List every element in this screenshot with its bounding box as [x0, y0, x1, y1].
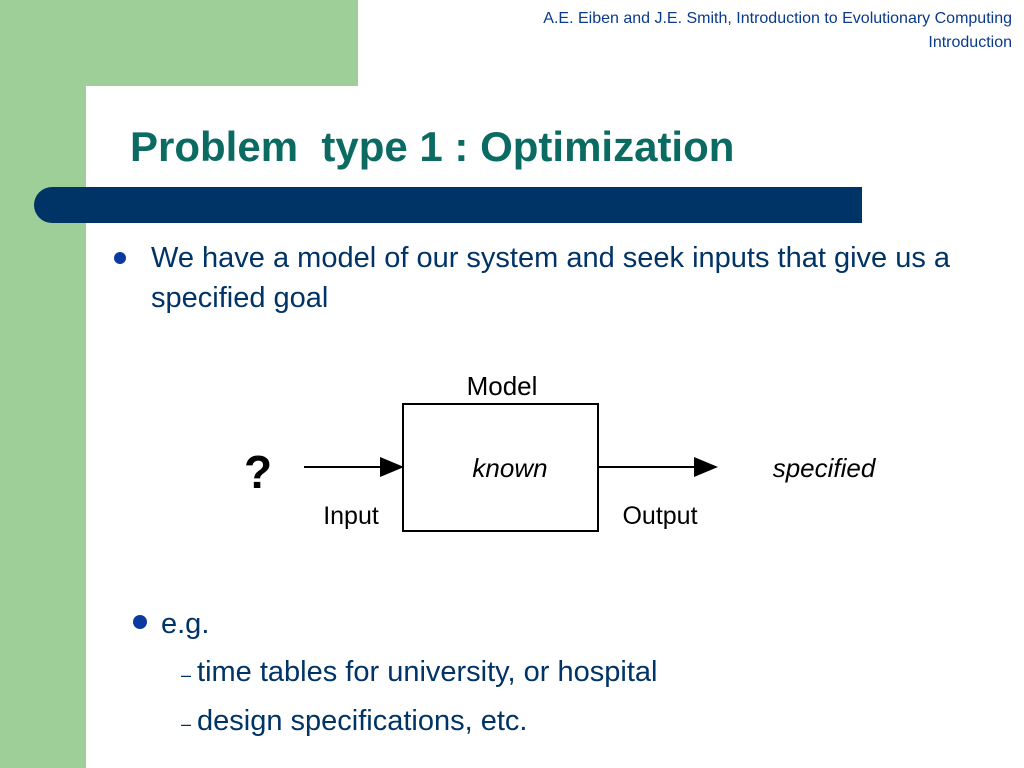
bullet-item-examples: e.g.	[133, 604, 209, 644]
dash-marker: –	[181, 665, 192, 685]
sub-item-text: time tables for university, or hospital	[197, 656, 658, 688]
header-section: Introduction	[928, 34, 1012, 51]
model-label: Model	[467, 371, 538, 401]
slide-header: A.E. Eiben and J.E. Smith, Introduction …	[543, 7, 1012, 55]
header-citation: A.E. Eiben and J.E. Smith, Introduction …	[543, 10, 1012, 27]
green-side-band	[0, 0, 86, 768]
output-value: specified	[773, 453, 877, 483]
green-top-band	[0, 0, 358, 86]
bullet-dot-icon	[114, 252, 126, 264]
bullet-dot-icon	[133, 615, 147, 629]
output-label: Output	[622, 502, 697, 530]
bullet-text: e.g.	[161, 608, 210, 640]
input-unknown-symbol: ?	[244, 446, 272, 498]
sub-item-timetables: – time tables for university, or hospita…	[181, 652, 657, 695]
dash-marker: –	[181, 714, 192, 734]
sub-item-text: design specifications, etc.	[197, 705, 528, 737]
model-box-text: known	[472, 453, 547, 483]
bullet-item-model: We have a model of our system and seek i…	[114, 238, 954, 318]
slide-title: Problem type 1 : Optimization	[130, 123, 735, 170]
sub-item-design: – design specifications, etc.	[181, 701, 527, 744]
bullet-text: We have a model of our system and seek i…	[151, 242, 951, 314]
title-underline-bar	[34, 187, 862, 223]
input-label: Input	[323, 502, 379, 530]
optimization-diagram: Model known ? Input Output specified	[244, 371, 877, 532]
